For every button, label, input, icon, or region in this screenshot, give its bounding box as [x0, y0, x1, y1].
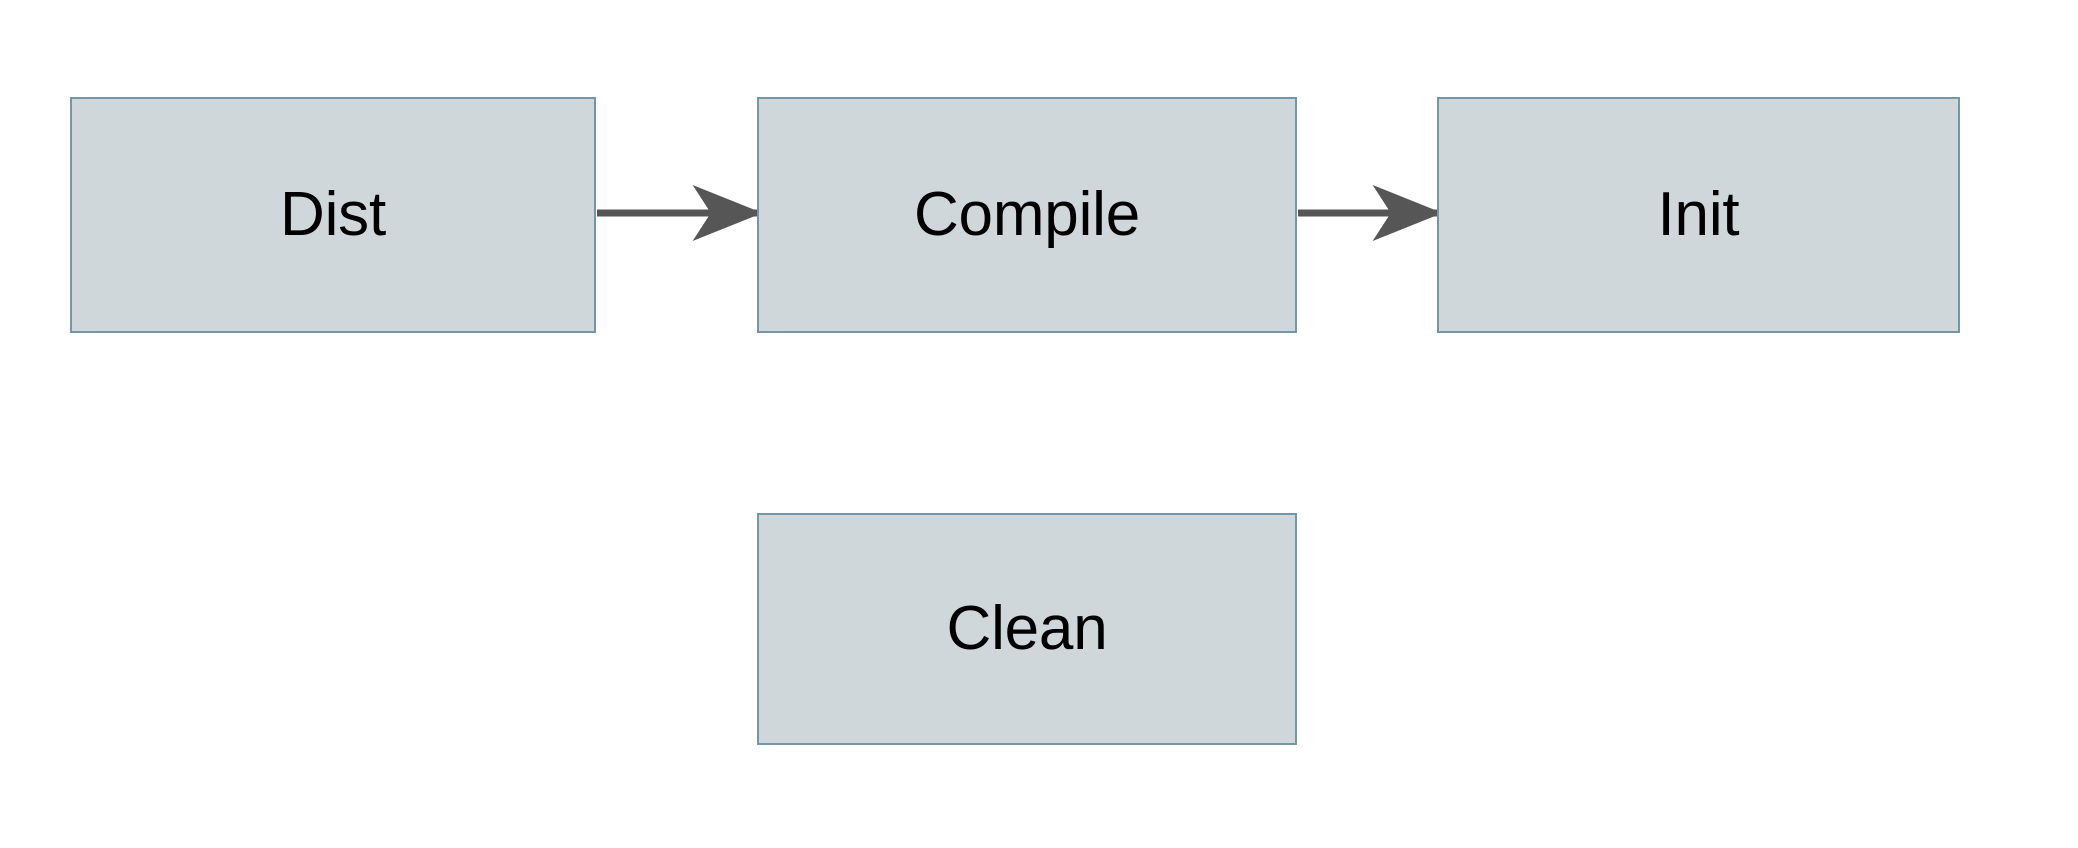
edge-dist-to-compile-hitarea[interactable] — [597, 196, 757, 230]
node-clean[interactable]: Clean — [757, 513, 1297, 745]
node-compile-label: Compile — [913, 180, 1140, 249]
node-dist-label: Dist — [280, 180, 386, 249]
node-init[interactable]: Init — [1437, 97, 1960, 333]
edge-compile-to-init-hitarea[interactable] — [1298, 196, 1437, 230]
node-init-label: Init — [1657, 180, 1740, 249]
node-dist[interactable]: Dist — [70, 97, 596, 333]
node-clean-label: Clean — [946, 594, 1108, 663]
node-compile[interactable]: Compile — [757, 97, 1297, 333]
